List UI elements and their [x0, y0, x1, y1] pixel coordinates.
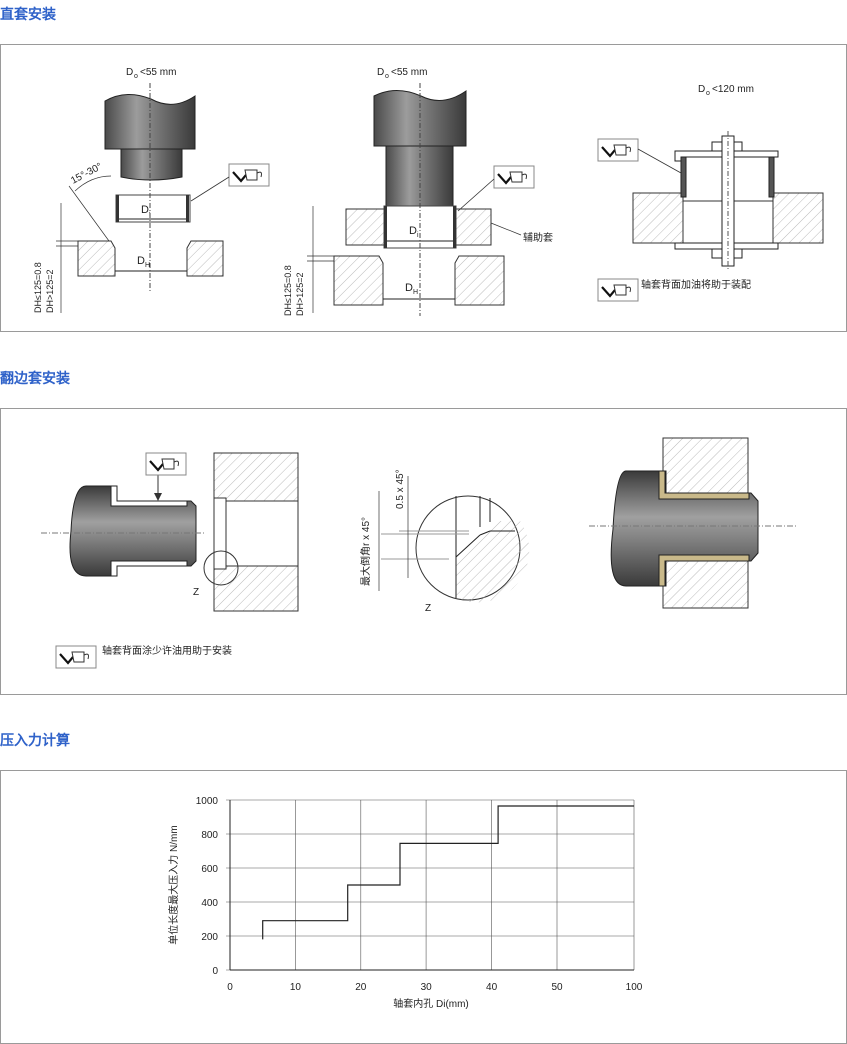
housing	[632, 192, 684, 244]
section-title-flanged: 翻边套安装	[0, 370, 70, 386]
detail-z-title: Z	[425, 603, 431, 614]
do-sub: o	[385, 73, 389, 80]
fig-flanged-installed	[589, 437, 796, 609]
oil-can-icon	[596, 137, 640, 163]
fig-press-fit: D o <55 mm D i D H 15°-30° DH≤125=0.8 DH…	[33, 67, 271, 313]
dh-label: D	[137, 255, 145, 267]
oil-note: 轴套背面加油将助于装配	[641, 278, 751, 291]
aux-sleeve-label: 辅助套	[523, 231, 553, 244]
oil-can-icon	[492, 164, 536, 190]
detail-z-label: Z	[193, 587, 199, 598]
do-label: D	[698, 84, 705, 95]
do-label: D	[377, 67, 384, 78]
series-line	[262, 805, 634, 940]
tolerance-2: DH>125=2	[295, 272, 305, 316]
oil-note: 轴套背面涂少许油用助于安装	[102, 644, 232, 657]
fig-flanged-before: Z	[41, 451, 299, 612]
y-tick-label: 800	[201, 830, 218, 841]
straight-install-panel: D o <55 mm D i D H 15°-30° DH≤125=0.8 DH…	[0, 44, 847, 332]
do-value: <55 mm	[140, 67, 176, 78]
oil-can-icon	[596, 277, 640, 303]
y-axis-label: 单位长度最大压入力 N/mm	[167, 825, 180, 944]
do-label: D	[126, 67, 133, 78]
x-tick-label: 30	[421, 982, 433, 993]
chamfer-small-label: 0.5 x 45°	[395, 469, 406, 509]
housing	[333, 255, 384, 306]
fig-press-with-aux-sleeve: D o <55 mm D i D H 辅助套 DH≤125=0.8 DH>125…	[283, 67, 553, 316]
section-title-force: 压入力计算	[0, 732, 70, 748]
x-tick-label: 10	[290, 982, 302, 993]
di-sub: i	[417, 232, 419, 239]
tolerance-1: DH≤125=0.8	[33, 262, 43, 313]
do-value: <55 mm	[391, 67, 427, 78]
tolerance-1: DH≤125=0.8	[283, 265, 293, 316]
y-tick-label: 0	[212, 966, 218, 977]
oil-can-icon	[144, 451, 188, 477]
do-value: <120 mm	[712, 84, 754, 95]
chamfer-max-label: 最大倒角r x 45°	[359, 517, 372, 586]
flanged-install-diagrams: Z 0.5 x 45° 最大倒角r x 45° Z 轴套背面涂少许油用助于安装	[41, 437, 796, 670]
x-tick-label: 20	[355, 982, 367, 993]
y-tick-label: 400	[201, 898, 218, 909]
x-axis-label: 轴套内孔 Di(mm)	[393, 997, 469, 1010]
straight-install-diagrams: D o <55 mm D i D H 15°-30° DH≤125=0.8 DH…	[33, 67, 824, 316]
bushing	[115, 194, 191, 223]
do-sub: o	[706, 90, 710, 97]
flanged-install-panel: Z 0.5 x 45° 最大倒角r x 45° Z 轴套背面涂少许油用助于安装	[0, 408, 847, 695]
di-label: D	[409, 225, 417, 237]
oil-can-icon	[54, 644, 98, 670]
y-tick-label: 1000	[196, 796, 219, 807]
fig-detail-z: 0.5 x 45° 最大倒角r x 45° Z	[359, 469, 530, 614]
housing	[662, 437, 749, 494]
x-tick-label: 50	[551, 982, 563, 993]
x-tick-label: 40	[486, 982, 498, 993]
section-title-straight: 直套安装	[0, 6, 56, 22]
tolerance-2: DH>125=2	[45, 269, 55, 313]
angle-label: 15°-30°	[69, 161, 104, 186]
y-tick-label: 200	[201, 932, 218, 943]
dh-sub: H	[145, 262, 150, 269]
punch-icon	[373, 90, 467, 147]
x-tick-label: 0	[227, 982, 233, 993]
dh-sub: H	[413, 289, 418, 296]
fig-bolt-press: D o <120 mm 轴套背面加油将助于装配	[596, 84, 824, 303]
punch-icon	[104, 94, 196, 150]
di-label: D	[141, 204, 149, 216]
y-tick-label: 600	[201, 864, 218, 875]
dh-label: D	[405, 282, 413, 294]
x-tick-label: 100	[626, 982, 643, 993]
shaft	[69, 485, 197, 577]
oil-can-icon	[227, 162, 271, 188]
housing	[77, 240, 116, 277]
do-sub: o	[134, 73, 138, 80]
